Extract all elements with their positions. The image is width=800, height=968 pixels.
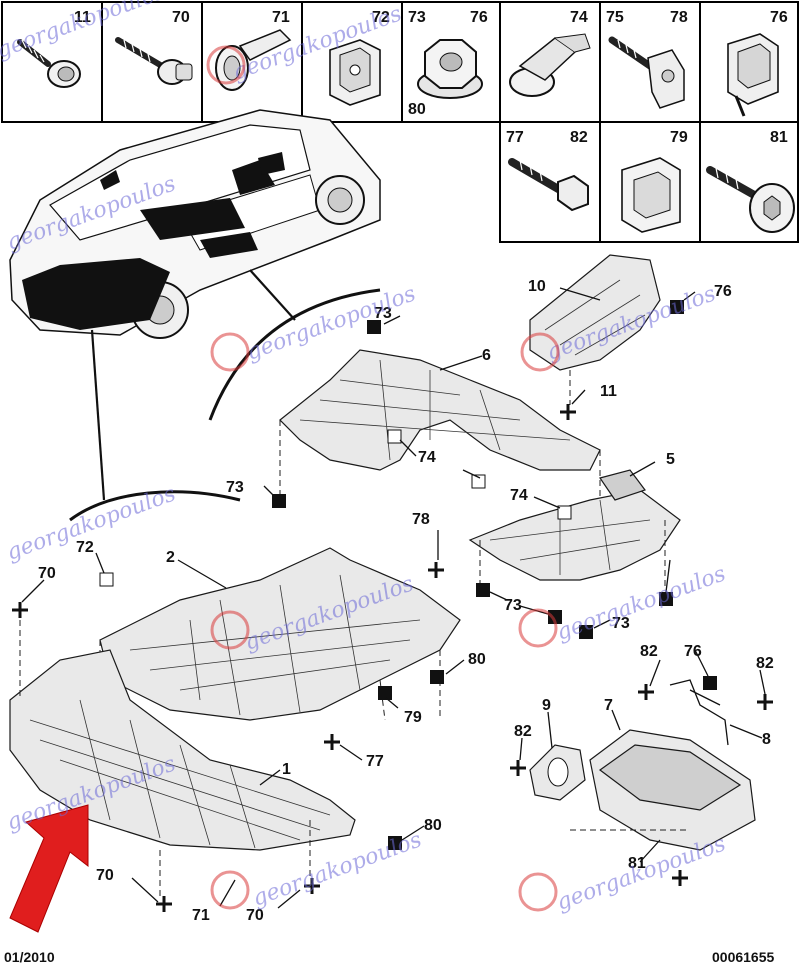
bolt-77-icon (508, 158, 589, 212)
cell-label-76: 76 (470, 9, 488, 26)
fastener-table: 11 70 71 72 73 76 80 74 75 78 76 (1, 1, 799, 123)
callout-8: 8 (762, 731, 771, 748)
callout-70-bottom-right: 70 (246, 907, 264, 924)
callout-5: 5 (666, 451, 675, 468)
callout-82-a: 82 (640, 643, 658, 660)
flange-nut-icon (417, 39, 483, 99)
part-2-shield (99, 547, 461, 730)
part-5-shield (468, 469, 681, 590)
car-illustration (9, 109, 381, 339)
callout-76-top: 76 (714, 283, 732, 300)
part-9-clip (529, 744, 586, 801)
callout-80-bottom: 80 (424, 817, 442, 834)
cell-label-71: 71 (272, 9, 290, 26)
cell-label-73: 73 (408, 9, 426, 26)
clip-79-icon (621, 157, 681, 233)
cell-label-77: 77 (506, 129, 524, 146)
cell-label-81: 81 (770, 129, 788, 146)
cell-label-82: 82 (570, 129, 588, 146)
callout-73-right: 73 (612, 615, 630, 632)
cell-label-70: 70 (172, 9, 190, 26)
callout-78: 78 (412, 511, 430, 528)
callout-2: 2 (166, 549, 175, 566)
callout-82-c: 82 (514, 723, 532, 740)
callout-73-top: 73 (374, 305, 392, 322)
part-7-box (570, 729, 756, 851)
cell-label-78: 78 (670, 9, 688, 26)
callout-72: 72 (76, 539, 94, 556)
footer-date: 01/2010 (4, 949, 55, 965)
bolt-75-icon (608, 36, 685, 109)
screw-70-icon (115, 37, 193, 85)
callout-70-bottom: 70 (96, 867, 114, 884)
callout-71: 71 (192, 907, 210, 924)
callout-74-a: 74 (418, 449, 436, 466)
clip-71-icon (215, 29, 292, 91)
callout-81: 81 (628, 855, 646, 872)
watermark-logo-stamps (206, 45, 560, 912)
part-1-shield (9, 610, 356, 900)
fastener-table-2: 77 82 79 81 (499, 121, 799, 243)
watermark-11: georgakopoulos (554, 831, 730, 915)
spring-nut-76-icon (727, 33, 779, 117)
part-6-shield (279, 349, 601, 520)
part-10-bracket (529, 254, 661, 405)
callout-76-mid: 76 (684, 643, 702, 660)
part-8-bracket (669, 679, 729, 746)
callout-labels: 10 76 73 6 11 74 73 74 5 78 72 2 70 73 7… (38, 278, 774, 924)
callout-11: 11 (600, 383, 617, 400)
callout-70-left: 70 (38, 565, 56, 582)
callout-82-b: 82 (756, 655, 774, 672)
cell-label-80: 80 (408, 101, 426, 118)
red-arrow-icon (9, 804, 89, 933)
callout-73-mid: 73 (504, 597, 522, 614)
cell-label-76b: 76 (770, 9, 788, 26)
bolt-81-icon (706, 166, 795, 233)
watermark-4: georgakopoulos (244, 281, 420, 365)
footer-ref: 00061655 (712, 949, 775, 965)
callout-73-left: 73 (226, 479, 244, 496)
cell-label-72: 72 (372, 9, 390, 26)
callout-74-b: 74 (510, 487, 528, 504)
cell-label-11: 11 (74, 9, 91, 26)
callout-9: 9 (542, 697, 551, 714)
cell-label-79: 79 (670, 129, 688, 146)
callout-1: 1 (282, 761, 291, 778)
callout-80-mid: 80 (468, 651, 486, 668)
screw-11-icon (17, 39, 81, 88)
clip-72-icon (329, 39, 381, 106)
cell-label-75: 75 (606, 9, 624, 26)
push-clip-74-icon (509, 33, 591, 97)
callout-10: 10 (528, 278, 546, 295)
callout-77: 77 (366, 753, 384, 770)
callout-7: 7 (604, 697, 613, 714)
callout-79: 79 (404, 709, 422, 726)
cell-label-74: 74 (570, 9, 588, 26)
callout-6: 6 (482, 347, 491, 364)
markers (12, 300, 773, 912)
